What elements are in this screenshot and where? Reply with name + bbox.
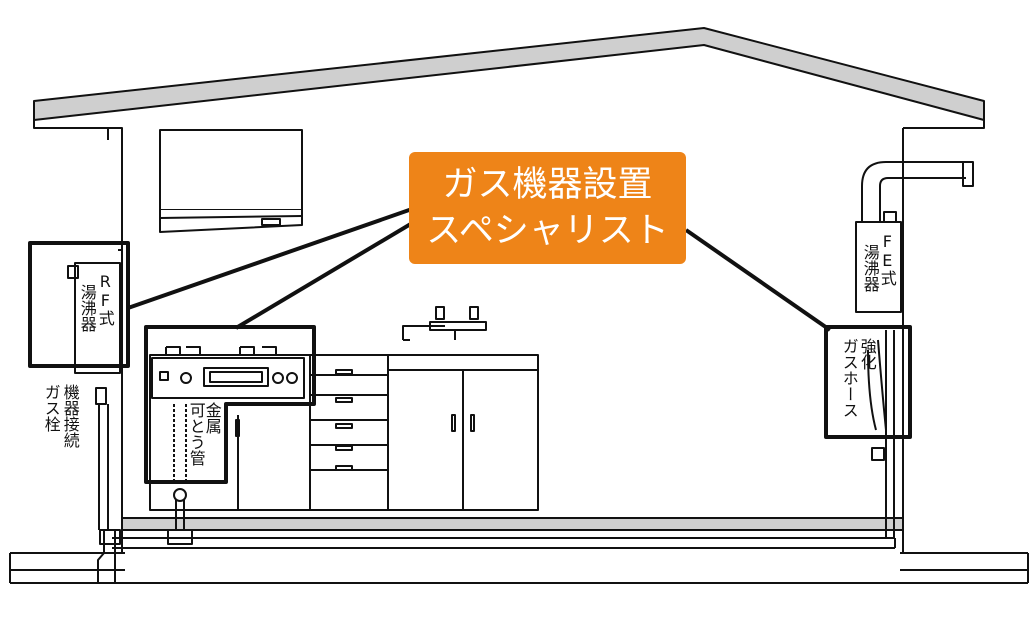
fe-heater-label-col2: 湯沸器 [860,244,880,292]
gas-cock-label-col2: ガス栓 [41,384,61,432]
right-wall [902,120,985,530]
banner-line-2: スペシャリスト [426,211,669,251]
rf-heater-label-col2: 湯沸器 [77,284,97,332]
left-wall [33,120,123,530]
banner-line-1: ガス機器設置 [442,165,653,205]
gas-piping [95,330,896,583]
metal-hose-label-col1: 金属 [202,402,222,434]
gas-hose-label-col1: 強化 [857,338,877,370]
specialist-banner: ガス機器設置 スペシャリスト [409,152,686,264]
rf-heater-label-col1: RF式 [95,272,115,326]
gas-cock-label-col1: 機器接続 [60,384,80,448]
fe-water-heater [855,161,974,313]
rf-heater-callout [28,241,130,368]
fe-gas-hose-callout [824,325,912,439]
stove-hose-callout [144,325,316,484]
callout-boxes [28,241,912,484]
metal-hose-label-col2: 可とう管 [186,402,206,466]
fe-heater-label-col1: FE式 [877,232,897,286]
leader-lines [127,207,832,332]
gas-hose-label-col2: ガスホース [839,338,859,418]
roof [33,27,985,121]
range-hood [159,129,303,233]
faucet [402,306,487,341]
gas-stove [151,346,305,399]
rf-water-heater [67,249,123,374]
floor [9,517,1029,584]
